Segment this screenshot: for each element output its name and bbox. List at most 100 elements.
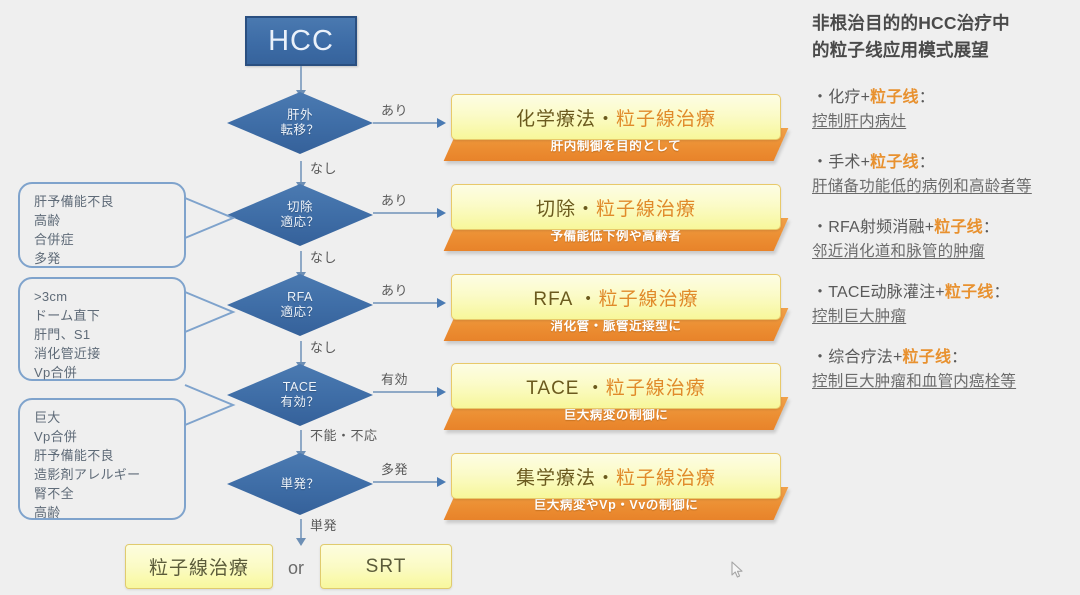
bullet-detail: 肝储备功能低的病例和高龄者等 (812, 178, 1032, 195)
treatment-card-resection[interactable]: 切除・粒子線治療 予備能低下例や高齢者 (443, 184, 789, 251)
bullet-detail: 邻近消化道和脉管的肿瘤 (812, 243, 985, 260)
edge-label-d4-yes: 有効 (381, 372, 409, 387)
mouse-cursor-icon (731, 561, 745, 579)
branch-d4-yes (373, 391, 441, 393)
treatment-banner: 肝内制御を目的として (443, 128, 789, 161)
branch-d5-yes (373, 481, 441, 483)
arrowhead-d1-yes (437, 118, 446, 128)
right-panel-title-line1: 非根治目的的HCC治疗中 (812, 13, 1010, 33)
callout-tail-3 (184, 381, 237, 431)
edge-label-d3-no: なし (310, 340, 338, 355)
treatment-card-chemotherapy[interactable]: 化学療法・粒子線治療 肝内制御を目的として (443, 94, 789, 161)
callout-tace-contraindication: 巨大 Vp合併 肝予備能不良 造影剤アレルギー 腎不全 高齢 (18, 398, 186, 520)
bullet-highlight: 粒子线 (870, 89, 919, 106)
connector-d3-to-d4 (300, 341, 302, 366)
treatment-banner: 巨大病変やVp・Vvの制御に (443, 487, 789, 520)
bullet-suffix: ： (918, 89, 935, 106)
result-connector-or: or (288, 558, 305, 578)
decision-liver-external-metastasis[interactable]: 肝外 転移？ (227, 92, 373, 154)
treatment-title-main: TACE ・ (526, 377, 606, 399)
treatment-title-box: TACE ・粒子線治療 (451, 363, 781, 409)
summary-bullet-chemotherapy: ・化疗+粒子线： 控制肝内病灶 (812, 86, 1074, 134)
summary-bullet-combined: ・综合疗法+粒子线： 控制巨大肿瘤和血管内癌栓等 (812, 346, 1074, 394)
edge-label-d1-yes: あり (381, 103, 409, 118)
bullet-suffix: ： (918, 154, 935, 171)
arrowhead-d2-yes (437, 208, 446, 218)
connector-d4-to-d5 (300, 430, 302, 455)
decision-label: RFA 適応？ (227, 274, 373, 336)
branch-d1-yes (373, 122, 441, 124)
result-box-particle-therapy[interactable]: 粒子線治療 (125, 544, 273, 589)
bullet-highlight: 粒子线 (944, 284, 994, 301)
arrowhead-d4-yes (437, 387, 446, 397)
bullet-suffix: ： (993, 284, 1010, 301)
decision-label-line1: TACE (282, 380, 318, 394)
treatment-title: TACE ・粒子線治療 (526, 373, 706, 400)
treatment-card-multidisciplinary[interactable]: 集学療法・粒子線治療 巨大病変やVp・Vvの制御に (443, 453, 789, 520)
treatment-title-highlight: 粒子線治療 (596, 198, 697, 220)
treatment-banner: 巨大病変の制御に (443, 397, 789, 430)
treatment-banner: 消化管・脈管近接型に (443, 308, 789, 341)
arrowhead-result (296, 538, 306, 546)
banner-text: 肝内制御を目的として (550, 139, 682, 153)
decision-label-line1: 肝外 (286, 108, 313, 122)
summary-bullet-surgery: ・手术+粒子线： 肝储备功能低的病例和高龄者等 (812, 151, 1074, 199)
result-box-srt[interactable]: SRT (320, 544, 452, 589)
bullet-detail: 控制巨大肿瘤和血管内癌栓等 (812, 373, 1017, 390)
decision-label-line2: 転移？ (280, 123, 320, 137)
treatment-title: 切除・粒子線治療 (536, 194, 696, 221)
treatment-title: 化学療法・粒子線治療 (516, 104, 716, 131)
decision-label: 肝外 転移？ (227, 92, 373, 154)
start-node-hcc: HCC (245, 16, 357, 66)
callout-tail-2 (184, 290, 237, 336)
arrowhead-d3-yes (437, 298, 446, 308)
branch-d3-yes (373, 302, 441, 304)
decision-tace-effective[interactable]: TACE 有効？ (227, 364, 373, 426)
bullet-highlight: 粒子线 (870, 154, 919, 171)
treatment-title-box: 切除・粒子線治療 (451, 184, 781, 230)
right-panel-title-line2: 的粒子线应用模式展望 (812, 40, 989, 60)
bullet-suffix: ： (951, 349, 968, 366)
callout-rfa-contraindication: >3cm ドーム直下 肝門、S1 消化管近接 Vp合併 (18, 277, 186, 381)
treatment-card-tace[interactable]: TACE ・粒子線治療 巨大病変の制御に (443, 363, 789, 430)
callout-resection-contraindication: 肝予備能不良 高齢 合併症 多発 (18, 182, 186, 268)
edge-label-d4-no: 不能・不応 (310, 428, 378, 443)
bullet-detail: 控制巨大肿瘤 (812, 308, 907, 325)
treatment-title-box: 集学療法・粒子線治療 (451, 453, 781, 499)
decision-label: TACE 有効？ (227, 364, 373, 426)
decision-resection-indication[interactable]: 切除 適応？ (227, 184, 373, 246)
treatment-title-main: 切除・ (535, 198, 596, 220)
bullet-head: ・TACE动脉灌注+粒子线： (812, 281, 1074, 305)
edge-label-d5-yes: 多発 (381, 462, 409, 477)
edge-label-d1-no: なし (310, 161, 338, 176)
banner-text: 巨大病変の制御に (563, 408, 669, 422)
bullet-suffix: ： (982, 219, 1000, 236)
treatment-title-highlight: 粒子線治療 (616, 467, 717, 489)
bullet-highlight: 粒子线 (934, 219, 983, 236)
summary-bullet-tace: ・TACE动脉灌注+粒子线： 控制巨大肿瘤 (812, 281, 1074, 329)
bullet-prefix: ・化疗+ (812, 89, 871, 106)
bullet-prefix: ・TACE动脉灌注+ (812, 284, 945, 301)
connector-d1-to-d2 (300, 161, 302, 186)
connector-d5-to-result (300, 519, 302, 542)
decision-label-line1: 単発？ (280, 476, 320, 491)
arrowhead-d5-yes (437, 477, 446, 487)
decision-solitary-lesion[interactable]: 単発？ (227, 453, 373, 515)
banner-text: 巨大病変やVp・Vvの制御に (533, 498, 699, 512)
treatment-title-box: RFA ・粒子線治療 (451, 274, 781, 320)
treatment-title-highlight: 粒子線治療 (605, 377, 706, 399)
banner-text: 予備能低下例や高齢者 (550, 229, 682, 243)
right-panel-title: 非根治目的的HCC治疗中 的粒子线应用模式展望 (812, 10, 1074, 64)
bullet-head: ・综合疗法+粒子线： (812, 346, 1074, 370)
edge-label-d3-yes: あり (381, 283, 409, 298)
decision-label-line2: 有効？ (280, 395, 320, 409)
treatment-title-highlight: 粒子線治療 (598, 288, 699, 310)
decision-rfa-indication[interactable]: RFA 適応？ (227, 274, 373, 336)
treatment-card-rfa[interactable]: RFA ・粒子線治療 消化管・脈管近接型に (443, 274, 789, 341)
bullet-prefix: ・RFA射频消融+ (812, 219, 935, 236)
treatment-title: 集学療法・粒子線治療 (516, 463, 716, 490)
bullet-head: ・手术+粒子线： (812, 151, 1074, 175)
decision-label-line2: 適応？ (280, 305, 320, 319)
banner-text: 消化管・脈管近接型に (550, 319, 682, 333)
